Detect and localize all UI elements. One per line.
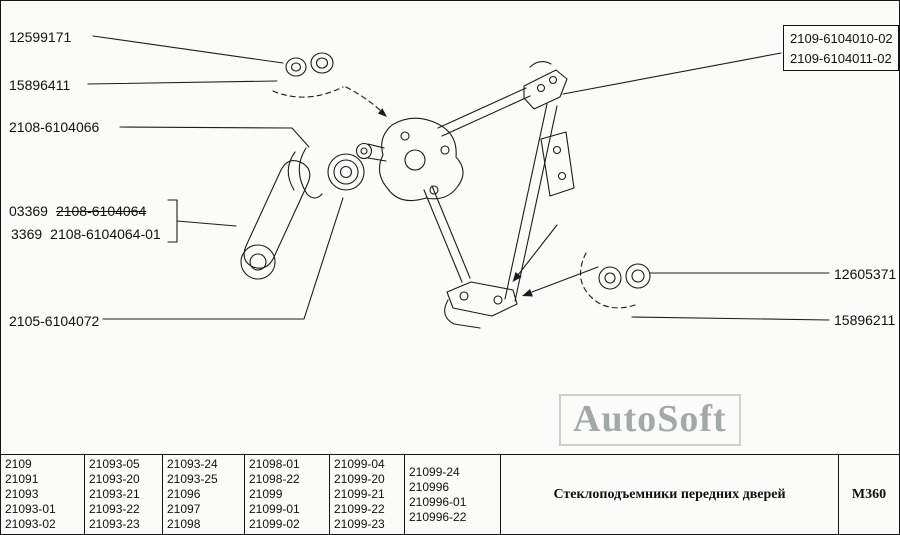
model-cell: 21098 <box>167 517 201 531</box>
part-prefix: 03369 <box>9 203 48 219</box>
model-cell: 210996-01 <box>409 494 467 509</box>
assembly-number-box: 2109-6104010-02 2109-6104011-02 <box>783 25 899 71</box>
leader-lines <box>87 35 830 321</box>
model-cell: 21093-02 <box>5 517 56 531</box>
callout-top-nut: 12599171 <box>9 29 71 45</box>
model-cell: 21093 <box>5 487 39 501</box>
model-cell: 21093-23 <box>89 517 140 531</box>
model-cell: 21098-22 <box>249 472 300 486</box>
model-cell: 210996 <box>409 479 450 494</box>
callout-handle-new: 3369 2108-6104064-01 <box>11 226 161 242</box>
crank-handle <box>240 147 323 280</box>
part-number: 2109-6104010-02 <box>790 31 893 46</box>
model-cell: 21099-04 <box>334 457 385 471</box>
guide-rail <box>504 103 575 302</box>
callout-bushing: 2108-6104066 <box>9 119 99 135</box>
model-cell: 21093-22 <box>89 502 140 516</box>
part-number: 12605371 <box>834 266 897 282</box>
model-column-5: 21099-04 21099-20 21099-21 21099-22 2109… <box>330 455 405 534</box>
model-cell: 21093-05 <box>89 457 140 471</box>
model-cell: 21093-25 <box>167 472 218 486</box>
part-number: 15896411 <box>9 77 71 93</box>
part-number-superseded: 2108-6104064 <box>55 203 147 219</box>
callout-right-washer: 15896211 <box>834 312 895 328</box>
model-cell: 21097 <box>167 502 201 516</box>
model-cell: 21093-24 <box>167 457 218 471</box>
part-prefix: 3369 <box>11 226 43 242</box>
callout-right-nut: 12605371 <box>834 266 896 282</box>
model-cell: 210996-22 <box>409 509 467 524</box>
sheet-code: М360 <box>851 486 887 502</box>
callout-top-washer: 15896411 <box>9 77 70 93</box>
lower-strut <box>423 185 471 283</box>
top-nut-and-washer <box>272 52 387 117</box>
model-cell: 21093-01 <box>5 502 56 516</box>
watermark: AutoSoft <box>559 394 741 446</box>
model-cell: 21099-22 <box>334 502 385 516</box>
model-column-3: 21093-24 21093-25 21096 21097 21098 <box>163 455 245 534</box>
drive-housing <box>355 117 464 202</box>
pointer-arrows <box>512 224 599 297</box>
model-column-6: 21099-24 210996 210996-01 210996-22 <box>405 455 501 534</box>
callout-handle-old: 03369 2108-6104064 <box>9 203 146 219</box>
model-cell: 21099-01 <box>249 502 300 516</box>
applicability-table: 2109 21091 21093 21093-01 21093-02 21093… <box>1 454 899 534</box>
model-cell: 21099-20 <box>334 472 385 486</box>
model-column-4: 21098-01 21098-22 21099 21099-01 21099-0… <box>245 455 330 534</box>
table-title: Стеклоподъемники передних дверей <box>501 455 839 534</box>
rosette-washers <box>327 153 365 191</box>
model-cell: 21099-23 <box>334 517 385 531</box>
model-cell: 21093-21 <box>89 487 140 501</box>
model-column-2: 21093-05 21093-20 21093-21 21093-22 2109… <box>85 455 163 534</box>
bottom-carriage <box>444 281 518 329</box>
part-number: 2108-6104064-01 <box>50 226 161 242</box>
part-number: 2109-6104011-02 <box>790 51 892 66</box>
top-bracket <box>523 61 568 110</box>
model-cell: 21099-02 <box>249 517 300 531</box>
model-cell: 21093-20 <box>89 472 140 486</box>
model-cell: 21098-01 <box>249 457 300 471</box>
part-number: 2108-6104066 <box>9 119 100 135</box>
part-number: 2105-6104072 <box>9 313 100 329</box>
callout-rosette: 2105-6104072 <box>9 313 99 329</box>
model-cell: 21096 <box>167 487 201 501</box>
model-cell: 21091 <box>5 472 39 486</box>
model-cell: 21099 <box>249 487 283 501</box>
model-column-1: 2109 21091 21093 21093-01 21093-02 <box>1 455 85 534</box>
model-cell: 21099-24 <box>409 464 460 479</box>
part-number: 15896211 <box>834 312 896 328</box>
model-cell: 21099-21 <box>334 487 385 501</box>
right-nut-washer <box>579 252 651 309</box>
upper-strut <box>437 87 531 137</box>
model-cell: 2109 <box>5 457 32 471</box>
part-number: 12599171 <box>9 29 72 45</box>
